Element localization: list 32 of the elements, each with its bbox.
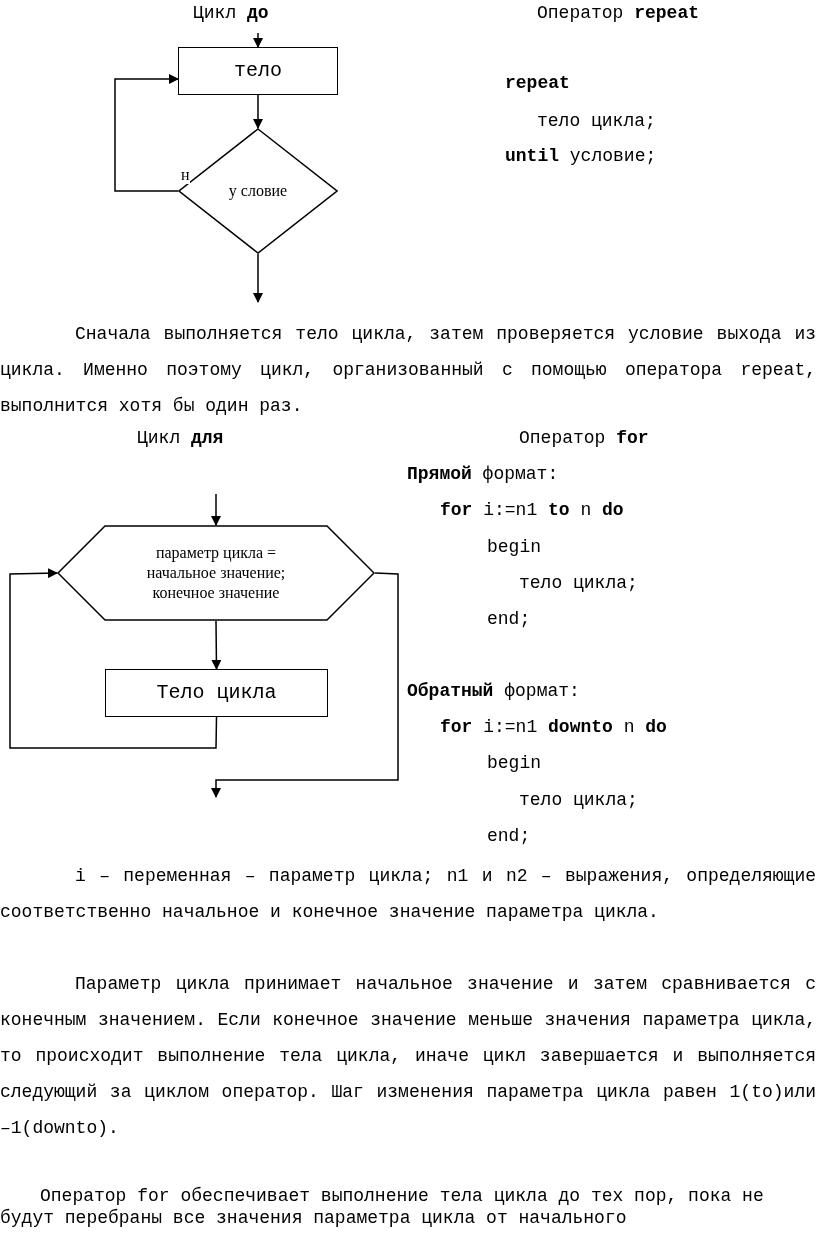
code-line: for i:=n1 downto n do [440, 716, 667, 738]
code-line: тело цикла; [519, 572, 638, 594]
paragraph: i – переменная – параметр цикла; n1 и n2 – выражения, определяющие соответственно начальное и конечное значение параметра цикла. [0, 865, 816, 924]
arrow [114, 74, 179, 192]
arrow [211, 572, 399, 798]
arrow [253, 253, 263, 303]
code-line: until условие; [505, 145, 657, 167]
arrow [253, 94, 263, 129]
code-line: end; [487, 825, 531, 847]
process-box: тело [178, 47, 338, 95]
code-line: begin [487, 536, 541, 558]
process-box: Тело цикла [105, 669, 328, 717]
paragraph: Сначала выполняется тело цикла, затем проверяется условие выхода из цикла. Именно поэтому цикл, организованный с помощью оператора repeat, выполнится хотя бы один раз. [0, 323, 816, 418]
code-line: Прямой формат: [407, 463, 559, 485]
code-line: тело цикла; [537, 110, 656, 132]
heading: Цикл для [137, 427, 224, 449]
code-line: repeat [505, 72, 570, 94]
heading: Оператор for [519, 427, 649, 449]
paragraph: Параметр цикла принимает начальное значение и затем сравнивается с конечным значением. Если конечное значение меньше значения параметра цикла, то происходит выполнение тела цикла, иначе цикл завершается и выполняется следующий за циклом оператор. Шаг изменения параметра цикла равен 1(to)или –1(downto). [0, 973, 816, 1140]
heading: Цикл до [193, 2, 269, 24]
code-line: begin [487, 752, 541, 774]
arrow [211, 620, 222, 670]
paragraph: Оператор for обеспечивает выполнение тела цикла до тех пор, пока не будут перебраны все значения параметра цикла от начального [0, 1185, 765, 1229]
code-line: end; [487, 608, 531, 630]
arrow [9, 568, 218, 749]
loop-hexagon: параметр цикла = начальное значение; конечное значение [57, 525, 375, 621]
arrow [253, 32, 263, 48]
code-line: for i:=n1 to n do [440, 499, 624, 521]
code-line: тело цикла; [519, 789, 638, 811]
arrow [211, 493, 221, 526]
code-line: Обратный формат: [407, 680, 580, 702]
heading: Оператор repeat [537, 2, 700, 24]
